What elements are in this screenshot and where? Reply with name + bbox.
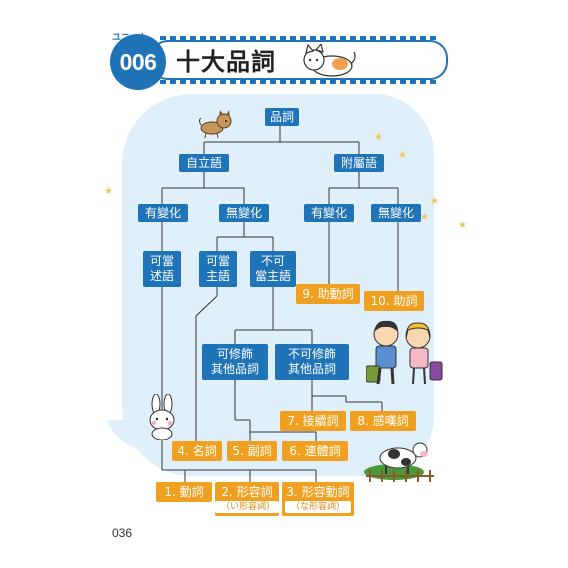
title-bar xyxy=(150,36,448,84)
node-can-modify: 可修飾 其他品詞 xyxy=(202,344,268,380)
leaf-i-adjective: 2. 形容詞 （い形容詞） xyxy=(215,482,279,516)
star-icon: ★ xyxy=(104,186,113,197)
node-ind-inflect: 有變化 xyxy=(138,204,188,222)
leaf-interjection: 8. 感嘆詞 xyxy=(350,411,416,431)
leaf-verb: 1. 動詞 xyxy=(156,482,212,502)
node-cannot-modify-line2: 其他品詞 xyxy=(287,362,336,376)
node-can-modify-line2: 其他品詞 xyxy=(210,362,259,376)
star-icon: ★ xyxy=(458,220,467,231)
node-cannot-subject: 不可 當主語 xyxy=(250,251,296,287)
node-can-subject-line2: 主語 xyxy=(205,269,230,283)
unit-label: ユニット xyxy=(112,33,149,43)
travelers-icon xyxy=(366,320,443,385)
node-dependent: 附屬語 xyxy=(334,154,384,172)
node-cannot-modify-line1: 不可修飾 xyxy=(287,347,336,361)
node-can-subject: 可當 主語 xyxy=(199,251,237,287)
star-icon: ★ xyxy=(374,132,383,143)
leaf-conjunction: 7. 接續詞 xyxy=(280,411,346,431)
node-can-modify-line1: 可修飾 xyxy=(216,347,253,361)
unit-number-badge: 006 xyxy=(110,34,166,90)
leaf-na-adjective: 3. 形容動詞 （な形容詞） xyxy=(282,482,354,516)
leaf-aux-verb: 9. 助動詞 xyxy=(296,284,360,304)
leaf-na-adjective-label: 3. 形容動詞 xyxy=(286,485,350,499)
rabbit-icon xyxy=(149,394,175,440)
node-cannot-modify: 不可修飾 其他品詞 xyxy=(275,344,349,380)
leaf-adnominal: 6. 連體詞 xyxy=(282,441,348,461)
node-cannot-subject-line2: 當主語 xyxy=(254,269,291,283)
leaf-adverb: 5. 副詞 xyxy=(227,441,277,461)
leaf-i-adjective-label: 2. 形容詞 xyxy=(221,485,273,499)
leaf-particle: 10. 助詞 xyxy=(364,291,424,311)
leaf-i-adjective-sub: （い形容詞） xyxy=(215,501,279,513)
leaf-na-adjective-sub: （な形容詞） xyxy=(284,501,351,513)
leaf-noun: 4. 名詞 xyxy=(172,441,222,461)
node-ind-noinflect: 無變化 xyxy=(219,204,269,222)
node-can-subject-line1: 可當 xyxy=(205,254,230,268)
node-dep-inflect: 有變化 xyxy=(304,204,354,222)
node-independent: 自立語 xyxy=(179,154,229,172)
star-icon: ★ xyxy=(398,150,407,161)
page-number: 036 xyxy=(112,526,133,540)
node-dep-noinflect: 無變化 xyxy=(371,204,421,222)
node-root: 品詞 xyxy=(265,108,299,126)
star-icon: ★ xyxy=(420,212,429,223)
dog-icon xyxy=(199,110,232,139)
node-predicate: 可當 述語 xyxy=(143,251,181,287)
node-predicate-line2: 述語 xyxy=(149,269,174,283)
star-icon: ★ xyxy=(430,196,439,207)
node-cannot-subject-line1: 不可 xyxy=(260,254,285,268)
cow-icon xyxy=(364,442,434,482)
cat-icon xyxy=(303,44,356,77)
page-title: 十大品詞 xyxy=(176,48,276,76)
node-predicate-line1: 可當 xyxy=(149,254,174,268)
